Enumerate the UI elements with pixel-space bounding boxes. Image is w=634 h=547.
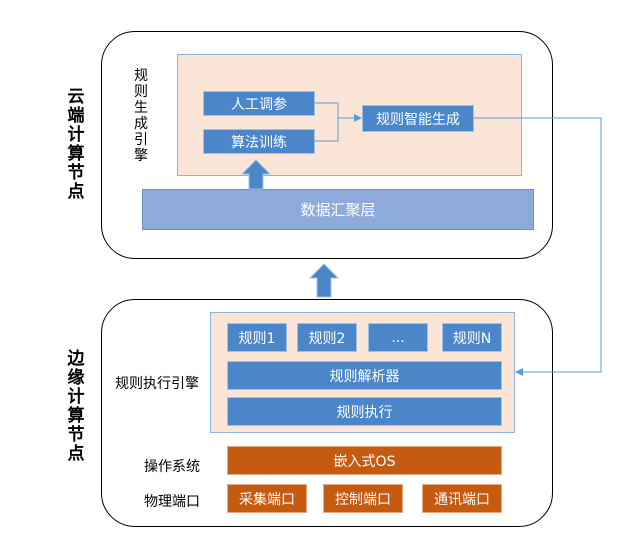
aggregation-to-engine-up-arrow (240, 159, 272, 190)
rule-parser-box: 规则解析器 (227, 361, 502, 390)
algorithm-training-connector (315, 118, 339, 142)
embedded-os-box: 嵌入式OS (227, 446, 502, 475)
rule-execution-box: 规则执行 (227, 397, 502, 426)
collection-port-box: 采集端口 (227, 484, 307, 513)
rule-distribution-connector (474, 117, 602, 376)
communication-port-box: 通讯端口 (422, 484, 502, 513)
rule-generation-engine-label: 规则生成引擎 (134, 68, 148, 164)
physical-ports-label: 物理端口 (144, 494, 200, 510)
rule-intelligent-generation-box: 规则智能生成 (362, 105, 474, 132)
cloud-node-label: 云端计算节点 (67, 87, 85, 202)
data-aggregation-layer: 数据汇聚层 (142, 189, 534, 230)
algorithm-training-box: 算法训练 (203, 129, 315, 154)
control-port-box: 控制端口 (323, 484, 403, 513)
rule-execution-engine-label: 规则执行引擎 (115, 376, 199, 392)
rule-1-box: 规则1 (227, 323, 287, 352)
manual-tuning-connector (315, 102, 362, 122)
edge-node-label: 边缘计算节点 (67, 349, 85, 464)
rule-n-box: 规则N (442, 323, 502, 352)
rule-ellipsis-box: ... (368, 323, 428, 352)
operating-system-label: 操作系统 (144, 459, 200, 475)
manual-tuning-box: 人工调参 (203, 91, 315, 116)
rule-2-box: 规则2 (297, 323, 357, 352)
edge-to-cloud-up-arrow (308, 263, 340, 298)
